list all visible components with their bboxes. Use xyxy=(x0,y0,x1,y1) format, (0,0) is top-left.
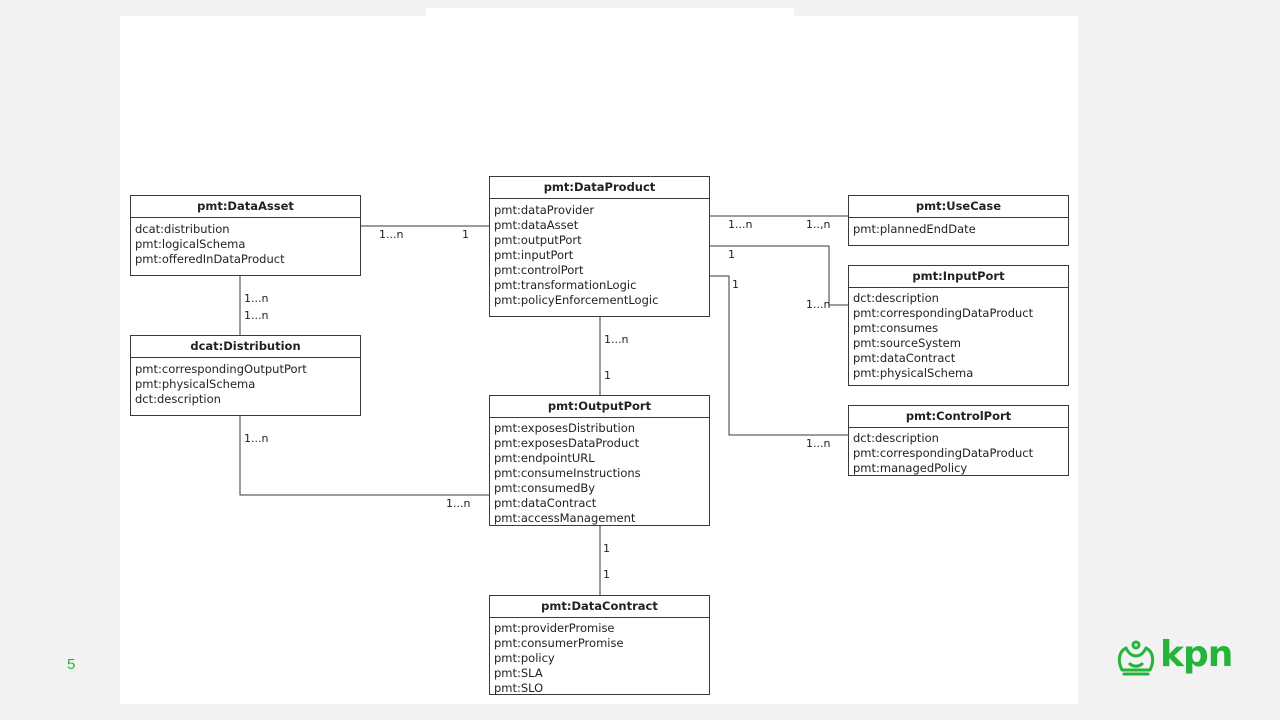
multiplicity-label: 1...n xyxy=(728,218,753,231)
class-attribute: pmt:dataContract xyxy=(494,496,597,510)
class-attribute: pmt:logicalSchema xyxy=(135,237,246,251)
class-attribute: pmt:physicalSchema xyxy=(853,366,974,380)
class-attribute: dct:description xyxy=(135,392,221,406)
class-attribute: pmt:inputPort xyxy=(494,248,574,262)
class-attribute: pmt:policy xyxy=(494,651,555,665)
class-name: dcat:Distribution xyxy=(131,336,360,358)
class-attribute: pmt:consumes xyxy=(853,321,939,335)
top-strip xyxy=(426,8,794,18)
multiplicity-label: 1 xyxy=(462,228,469,241)
assoc-distribution-output xyxy=(239,415,489,496)
multiplicity-label: 1...n xyxy=(244,292,269,305)
class-attribute: pmt:SLA xyxy=(494,666,543,680)
class-input-port: pmt:InputPort dct:description pmt:corres… xyxy=(848,265,1069,386)
class-name: pmt:ControlPort xyxy=(849,406,1068,428)
class-attribute: pmt:exposesDataProduct xyxy=(494,436,640,450)
assoc-product-controlport xyxy=(709,275,848,436)
multiplicity-label: 1 xyxy=(603,568,610,581)
class-name: pmt:InputPort xyxy=(849,266,1068,288)
assoc-product-inputport xyxy=(709,245,848,306)
class-attribute: pmt:policyEnforcementLogic xyxy=(494,293,659,307)
multiplicity-label: 1...n xyxy=(244,432,269,445)
multiplicity-label: 1 xyxy=(728,248,735,261)
class-attribute: pmt:consumeInstructions xyxy=(494,466,641,480)
kpn-logo-text: kpn xyxy=(1160,634,1233,675)
class-use-case: pmt:UseCase pmt:plannedEndDate xyxy=(848,195,1069,246)
class-attribute: pmt:correspondingDataProduct xyxy=(853,446,1034,460)
class-attribute: pmt:managedPolicy xyxy=(853,461,968,475)
class-attribute: pmt:dataProvider xyxy=(494,203,595,217)
class-data-asset: pmt:DataAsset dcat:distribution pmt:logi… xyxy=(130,195,361,276)
class-attribute: pmt:sourceSystem xyxy=(853,336,961,350)
multiplicity-label: 1 xyxy=(604,369,611,382)
class-attribute: dct:description xyxy=(853,291,939,305)
class-attribute: pmt:transformationLogic xyxy=(494,278,637,292)
class-attribute: pmt:dataAsset xyxy=(494,218,579,232)
class-attribute: dct:description xyxy=(853,431,939,445)
class-control-port: pmt:ControlPort dct:description pmt:corr… xyxy=(848,405,1069,476)
multiplicity-label: 1...n xyxy=(604,333,629,346)
multiplicity-label: 1 xyxy=(603,542,610,555)
class-output-port: pmt:OutputPort pmt:exposesDistribution p… xyxy=(489,395,710,526)
multiplicity-label: 1 xyxy=(732,278,739,291)
class-attribute: pmt:SLO xyxy=(494,681,544,695)
class-name: pmt:DataAsset xyxy=(131,196,360,218)
class-data-product: pmt:DataProduct pmt:dataProvider pmt:dat… xyxy=(489,176,710,317)
class-attribute: pmt:controlPort xyxy=(494,263,584,277)
class-name: pmt:DataContract xyxy=(490,596,709,618)
class-attribute: pmt:providerPromise xyxy=(494,621,615,635)
multiplicity-label: 1...n xyxy=(379,228,404,241)
class-distribution: dcat:Distribution pmt:correspondingOutpu… xyxy=(130,335,361,416)
multiplicity-label: 1...n xyxy=(806,437,831,450)
class-attribute: pmt:plannedEndDate xyxy=(853,222,976,236)
page-number: 5 xyxy=(67,656,76,673)
multiplicity-label: 1..,n xyxy=(806,218,831,231)
class-data-contract: pmt:DataContract pmt:providerPromise pmt… xyxy=(489,595,710,695)
class-attribute: pmt:correspondingOutputPort xyxy=(135,362,307,376)
class-name: pmt:UseCase xyxy=(849,196,1068,218)
class-attribute: dcat:distribution xyxy=(135,222,230,236)
class-attribute: pmt:endpointURL xyxy=(494,451,595,465)
multiplicity-label: 1...n xyxy=(244,309,269,322)
class-attribute: pmt:consumerPromise xyxy=(494,636,624,650)
class-attribute: pmt:physicalSchema xyxy=(135,377,256,391)
class-attribute: pmt:offeredInDataProduct xyxy=(135,252,285,266)
class-attribute: pmt:consumedBy xyxy=(494,481,596,495)
multiplicity-label: 1...n xyxy=(806,298,831,311)
class-name: pmt:DataProduct xyxy=(490,177,709,199)
class-attribute: pmt:outputPort xyxy=(494,233,582,247)
class-name: pmt:OutputPort xyxy=(490,396,709,418)
class-attribute: pmt:correspondingDataProduct xyxy=(853,306,1034,320)
class-attribute: pmt:accessManagement xyxy=(494,511,636,525)
multiplicity-label: 1...n xyxy=(446,497,471,510)
class-attribute: pmt:dataContract xyxy=(853,351,956,365)
crown-icon xyxy=(1117,640,1155,676)
class-attribute: pmt:exposesDistribution xyxy=(494,421,636,435)
